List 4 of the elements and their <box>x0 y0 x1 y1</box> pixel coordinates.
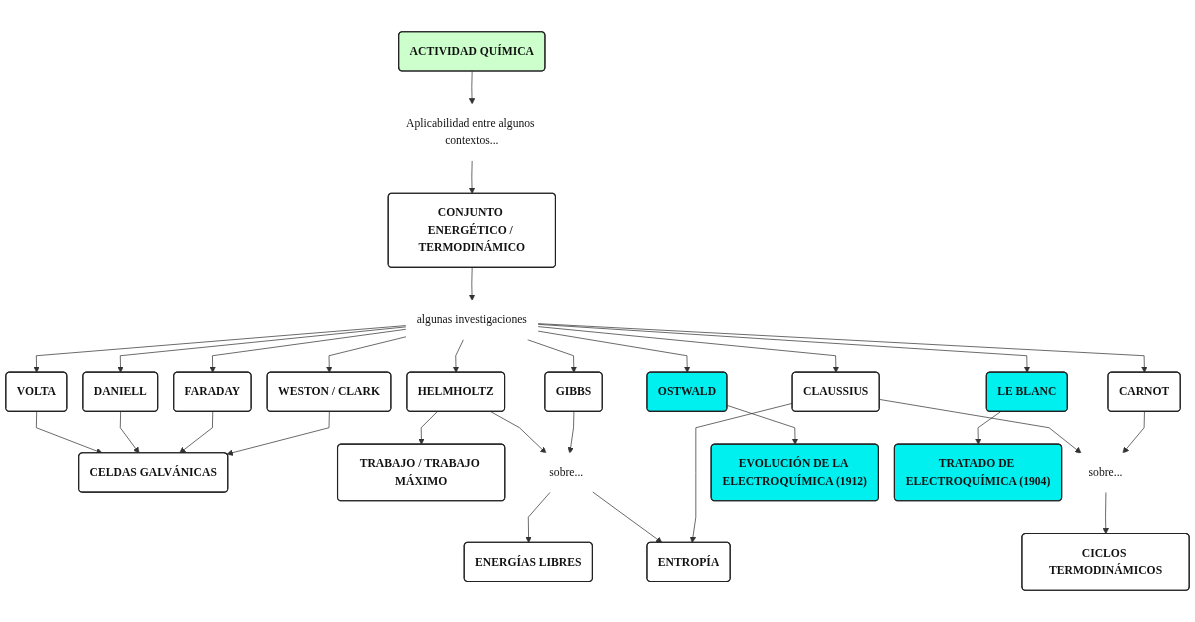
node-text: sobre... <box>549 465 584 479</box>
node-text: Aplicabilidad entre algunos contextos... <box>406 116 535 147</box>
node-text: sobre... <box>1088 465 1123 479</box>
node-text: algunas investigaciones <box>416 313 527 326</box>
